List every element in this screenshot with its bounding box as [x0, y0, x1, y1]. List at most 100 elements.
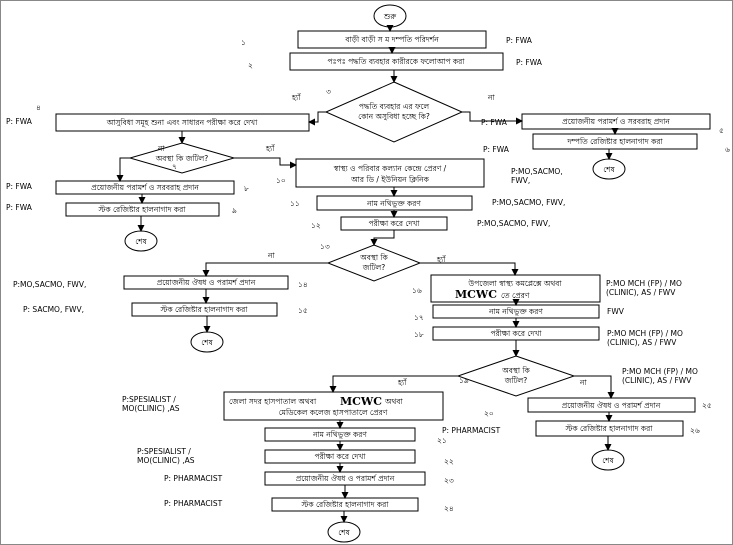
step-20-box [223, 391, 444, 421]
step-19-line2: জটিল? [504, 375, 528, 385]
arrow-13-14 [202, 262, 328, 277]
step-23-text: প্রয়োজনীয় ঔষধ ও পরামর্শ প্রদান [296, 473, 395, 483]
step-11-text: নাম নথিভুক্ত করণ [366, 199, 421, 208]
step-20-line1a: জেলা সদর হাসপাতাল অথবা [229, 397, 317, 406]
step-11-role: P:MO,SACMO, FWV, [492, 198, 565, 207]
step-17-text: নাম নথিভুক্ত করণ [488, 307, 543, 316]
step-1-text: বাড়ী বাড়ী স ম দম্পতি পরিদর্শন [344, 34, 439, 44]
step-7-num: ৭ [172, 162, 177, 171]
step-16-box [430, 274, 601, 303]
step-10-role1: P:MO,SACMO, [511, 167, 563, 176]
step-8-num: ৮ [244, 184, 250, 193]
step-20-line2: মেডিকেল কলেজ হাসপাতালে প্রেরণ [279, 408, 388, 417]
end-label-2: শেষ [135, 237, 147, 246]
step-20-role2: MO(CLINIC) ,AS [122, 404, 180, 413]
step-16-line1: উপজেলা স্বাস্থ্য কমপ্লেক্সে অথবা [467, 278, 562, 288]
step-19-role1: P:MO MCH (FP) / MO [622, 367, 698, 376]
step-22-text: পরীক্ষা করে দেখা [315, 451, 367, 461]
step-16-mcwc: MCWC [455, 288, 497, 301]
step-19-num: ১৯ [459, 376, 469, 385]
step-13-yes: হ্যাঁ [436, 254, 446, 264]
step-2-box [289, 52, 504, 71]
step-3-no: না [487, 93, 495, 102]
step-19-yes: হ্যাঁ [397, 377, 407, 387]
step-18-num: ১৮ [414, 330, 425, 339]
end-label-4: শেষ [338, 528, 350, 537]
step-3-num: ৩ [326, 87, 331, 96]
step-26-text: স্টক রেজিষ্টার হালনাগাদ করা [565, 423, 654, 433]
step-7-yes: হ্যাঁ [265, 143, 275, 153]
step-6-role: P: FWA [483, 145, 510, 154]
step-9-role: P: FWA [6, 203, 33, 212]
step-20-role1: P:SPESIALIST / [122, 395, 176, 404]
step-18-role1: P:MO MCH (FP) / MO [607, 329, 683, 338]
step-4-text: আসুবিধা সমূহ শুনা এবং সাধারন পরীক্ষা করে… [106, 117, 258, 127]
step-19-line1: অবস্থা কি [501, 366, 530, 375]
step-26-num: ২৬ [690, 426, 700, 435]
step-20-mcwc: MCWC [340, 395, 382, 408]
step-12-num: ১২ [311, 221, 321, 230]
arrow-7-10 [234, 157, 297, 169]
step-13-no: না [267, 251, 275, 260]
step-8-text: প্রয়োজনীয় পরামর্শ ও সরবরাহ প্রদান [91, 182, 199, 192]
step-13-num: ১৩ [320, 242, 330, 251]
step-10-num: ১০ [276, 176, 286, 185]
step-2-num: ২ [248, 61, 253, 70]
arrow-3-5 [462, 111, 523, 125]
step-16-role1: P:MO MCH (FP) / MO [606, 279, 682, 288]
step-2-role: P: FWA [516, 58, 543, 67]
step-21-num: ২১ [437, 436, 447, 445]
step-24-num: ২৪ [444, 504, 454, 513]
step-6-text: দম্পতি রেজিষ্টার হালনাগাদ করা [566, 137, 663, 146]
step-16-role2: (CLINIC), AS / FWV [606, 288, 676, 297]
step-11-num: ১১ [290, 199, 300, 208]
end-label-1: শেষ [603, 165, 615, 174]
arrow-3-4 [308, 111, 326, 126]
step-5-role: P: FWA [481, 118, 508, 127]
step-17-role: FWV [607, 307, 625, 316]
start-label: শুরু [383, 12, 397, 21]
step-5-text: প্রয়োজনীয় পরামর্শ ও সরবরাহ প্রদান [562, 116, 670, 126]
step-23-role: P: PHARMACIST [164, 474, 223, 483]
step-16-line2: তে প্রেরণ [501, 291, 530, 300]
step-20-num: ২০ [484, 409, 494, 418]
step-1-num: ১ [241, 38, 246, 47]
step-13-line2: জটিল? [362, 262, 386, 272]
step-22-role1: P:SPESIALIST / [137, 447, 191, 456]
step-18-role2: (CLINIC), AS / FWV [607, 338, 677, 347]
step-25-num: ২৫ [702, 401, 712, 410]
step-3-line1: পদ্ধতি ব্যবহার এর ফলে [359, 102, 431, 111]
step-10-box [295, 158, 485, 188]
step-2-text: পঃপঃ পদ্ধতি ব্যবহার কারীরকে ফলোআপ করা [328, 56, 466, 66]
arrow-12-13 [370, 230, 395, 246]
step-21-text: নাম নথিভুক্ত করণ [312, 430, 367, 439]
step-22-num: ২২ [444, 457, 454, 466]
step-9-text: স্টক রেজিষ্টার হালনাগাদ করা [98, 204, 187, 214]
step-14-num: ১৪ [298, 280, 308, 289]
step-7-diamond [128, 142, 236, 174]
step-23-num: ২৩ [444, 476, 454, 485]
arrow-7-8 [116, 157, 130, 182]
step-15-text: স্টক রেজিষ্টার হালনাগাদ করা [160, 304, 249, 314]
step-5-num: ৫ [719, 126, 724, 135]
step-10-role2: FWV, [511, 176, 530, 185]
step-3-diamond [324, 81, 464, 143]
step-17-num: ১৭ [414, 313, 424, 322]
step-22-role2: MO(CLINIC) ,AS [137, 456, 195, 465]
step-25-text: প্রয়োজনীয় ঔষধ ও পরামর্শ প্রদান [562, 400, 661, 410]
end-label-5: শেষ [602, 456, 614, 465]
step-7-text: অবস্থা কি জটিল? [155, 153, 209, 163]
step-7-no: না [157, 144, 165, 153]
step-19-role2: (CLINIC), AS / FWV [622, 376, 692, 385]
step-16-num: ১৬ [412, 286, 422, 295]
step-14-role: P:MO,SACMO, FWV, [13, 280, 86, 289]
step-3-line2: কোন অসুবিধা হচ্ছে কি? [358, 112, 430, 121]
step-8-role: P: FWA [6, 182, 33, 191]
arrow-13-16 [420, 262, 519, 276]
step-24-text: স্টক রেজিষ্টার হালনাগাদ করা [301, 499, 390, 509]
step-19-diamond [456, 355, 576, 397]
step-21-role: P: PHARMACIST [442, 426, 501, 435]
step-4-num: ৪ [36, 103, 41, 112]
